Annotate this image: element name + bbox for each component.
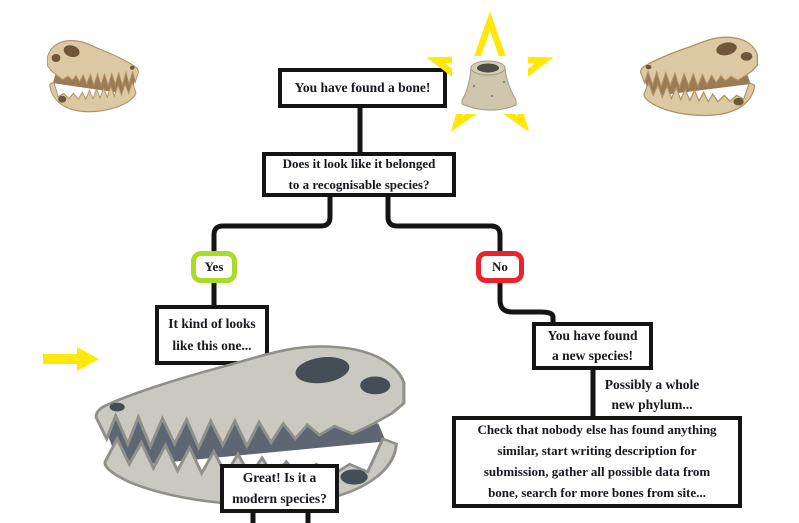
question1-line1: Does it look like it belonged [282, 156, 436, 172]
phylum-note: Possibly a whole new phylum... [596, 375, 708, 414]
connector-no-to-newspecies [497, 282, 556, 323]
new-species-box: You have found a new species! [532, 322, 653, 370]
phylum-note-line1: Possibly a whole [604, 377, 700, 392]
yes-node: Yes [191, 251, 237, 283]
arrow-icon [43, 347, 99, 371]
phylum-note-line2: new phylum... [611, 396, 693, 412]
instructions-line4: bone, search for more bones from site... [488, 484, 706, 500]
start-box: You have found a bone! [278, 68, 447, 108]
instructions-line2: similar, start writing description for [497, 443, 697, 459]
question1-line2: to a recognisable species? [288, 176, 430, 192]
top-left-skull-image [44, 34, 142, 114]
question2-box: Great! Is it a modern species? [220, 464, 339, 513]
new-species-line2: a new species! [552, 348, 633, 363]
looks-like-box: It kind of looks like this one... [155, 305, 269, 365]
star-icon [426, 11, 554, 133]
connector-question1-to-yes [211, 196, 333, 252]
question2-line1: Great! Is it a [242, 470, 317, 486]
yes-label: Yes [204, 259, 224, 274]
top-right-skull-image [636, 30, 762, 118]
no-node: No [476, 251, 524, 283]
instructions-box: Check that nobody else has found anythin… [452, 416, 742, 508]
new-species-line1: You have found [547, 327, 638, 343]
looks-like-line2: like this one... [172, 338, 252, 353]
question1-box: Does it look like it belonged to a recog… [262, 152, 456, 197]
connector-question1-to-no [385, 196, 503, 252]
looks-like-line1: It kind of looks [168, 316, 256, 332]
bone-fragment-image [452, 56, 528, 114]
instructions-line1: Check that nobody else has found anythin… [477, 422, 717, 438]
no-label: No [492, 259, 508, 274]
instructions-line3: submission, gather all possible data fro… [483, 464, 711, 479]
start-label: You have found a bone! [294, 80, 431, 95]
question2-line2: modern species? [232, 490, 327, 506]
